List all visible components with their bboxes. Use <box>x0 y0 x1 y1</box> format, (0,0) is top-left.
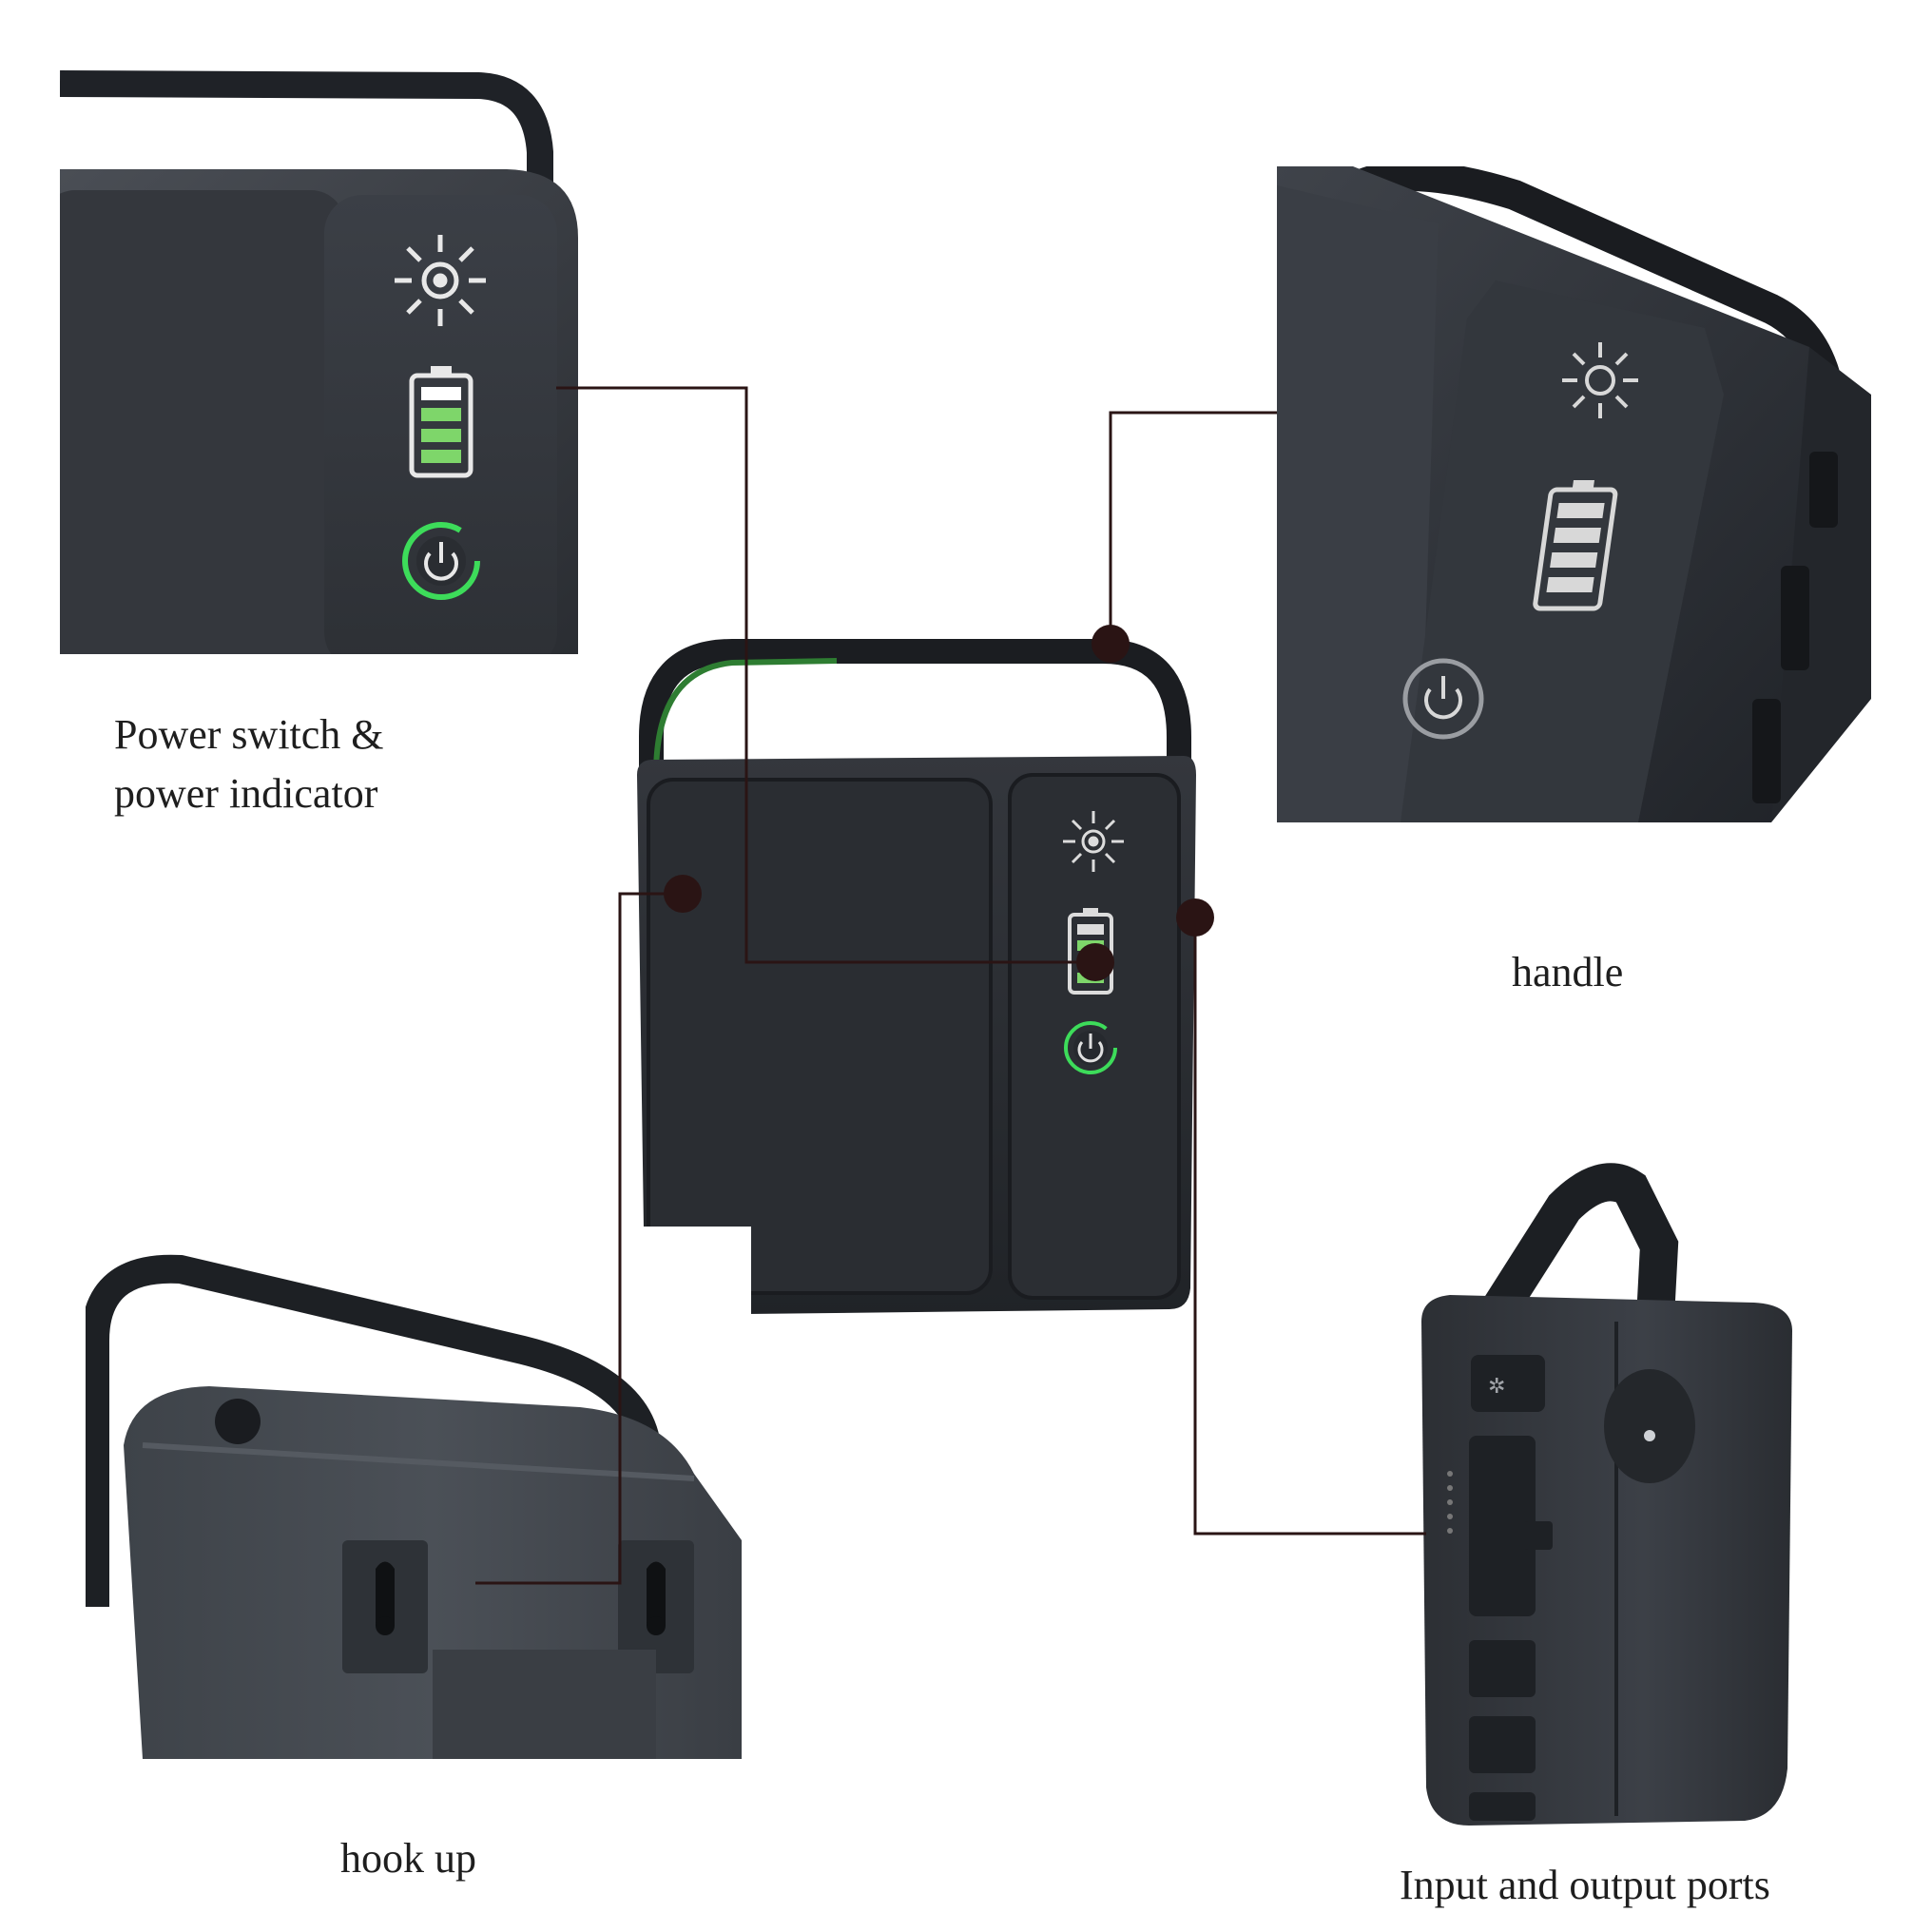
label-handle: handle <box>1512 949 1624 995</box>
power-icon <box>1402 658 1484 740</box>
ports-closeup-drawing: ✲ <box>1421 1163 1792 1826</box>
power-closeup-drawing <box>60 70 578 654</box>
center-device-drawing <box>637 639 1196 1315</box>
port-light-button: ✲ <box>1471 1355 1545 1412</box>
battery-icon <box>409 366 473 478</box>
usb-port-icon <box>1469 1640 1536 1821</box>
connector-handle <box>1109 411 1277 644</box>
label-power-line1: Power switch & <box>114 711 384 758</box>
hook-left <box>342 1540 428 1673</box>
label-ports: Input and output ports <box>1400 1862 1770 1908</box>
sun-icon <box>395 235 486 326</box>
battery-icon <box>1533 480 1618 611</box>
label-power-line2: power indicator <box>114 770 378 817</box>
svg-text:✲: ✲ <box>1488 1375 1505 1399</box>
connector-ports <box>1193 918 1426 1536</box>
handle-closeup-drawing <box>1277 166 1871 822</box>
center-device-photo <box>628 632 1198 1317</box>
power-icon <box>402 522 480 600</box>
label-power: Power switch & power indicator <box>114 705 384 823</box>
hook-closeup-photo <box>86 1227 751 1759</box>
tv-port-icon <box>1469 1436 1553 1616</box>
label-hook: hook up <box>340 1835 476 1882</box>
power-closeup-photo <box>60 67 580 654</box>
sun-icon <box>1562 342 1638 418</box>
handle-closeup-photo <box>1277 166 1871 822</box>
ports-closeup-photo: ✲ <box>1412 1160 1802 1845</box>
hook-closeup-drawing <box>86 1254 742 1759</box>
power-icon <box>1064 1021 1117 1074</box>
